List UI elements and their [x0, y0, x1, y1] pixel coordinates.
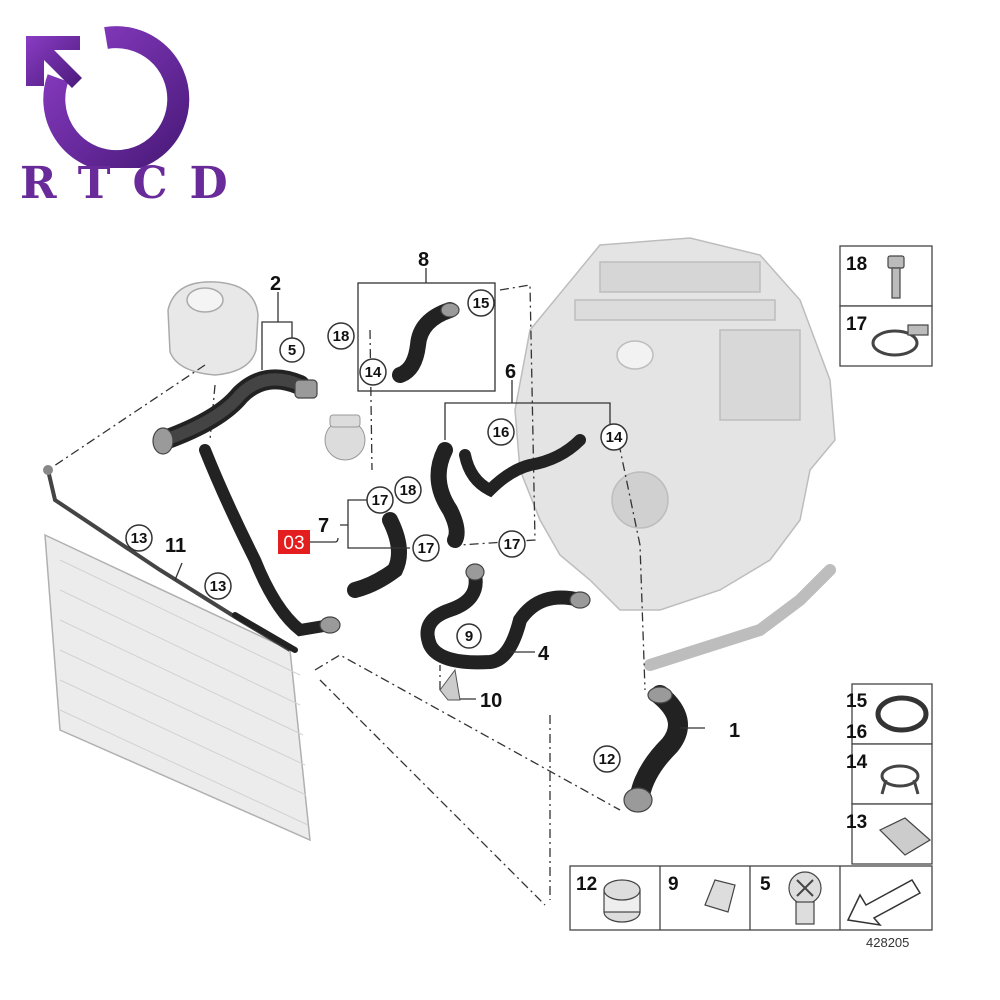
- clip-icon: [878, 817, 932, 856]
- svg-text:17: 17: [418, 540, 435, 557]
- ref-9: 9: [456, 623, 482, 649]
- ref-17c: 17: [498, 530, 526, 558]
- svg-text:15: 15: [473, 295, 490, 312]
- ref-15: 15: [467, 289, 495, 317]
- legend-18: 18: [846, 254, 867, 275]
- ref-17a: 17: [366, 486, 394, 514]
- o-ring-icon: [875, 695, 929, 733]
- highlight-label: 03: [283, 533, 304, 554]
- svg-text:12: 12: [599, 751, 616, 768]
- hose-clamp-icon: [871, 324, 929, 357]
- bracket-part: [439, 668, 461, 701]
- legend-13: 13: [846, 812, 867, 833]
- expansion-tank: [167, 281, 259, 376]
- ref-13a: 13: [125, 524, 153, 552]
- svg-text:13: 13: [210, 578, 227, 595]
- ref-14a: 14: [359, 358, 387, 386]
- legend-15: 15: [846, 691, 868, 712]
- callout-10: 10: [480, 690, 502, 712]
- callout-4: 4: [538, 643, 550, 665]
- spring-clip-icon: [704, 879, 736, 913]
- highlight-box: [278, 530, 310, 554]
- svg-text:14: 14: [365, 364, 382, 381]
- hose-clamps: [152, 302, 673, 813]
- band-clamp-icon: [603, 879, 641, 923]
- circled-references: 5 15 18 14 16 14 17 18 17 17 13 13 9 12: [125, 289, 628, 773]
- legend-5: 5: [760, 874, 771, 895]
- bolt-icon: [887, 255, 905, 299]
- legend-9: 9: [668, 874, 679, 895]
- callout-6: 6: [505, 361, 516, 383]
- radiator: [44, 533, 311, 842]
- svg-text:17: 17: [504, 536, 521, 553]
- hoses: [155, 302, 688, 805]
- leader-lines: [47, 284, 646, 906]
- ref-14b: 14: [600, 423, 628, 451]
- svg-text:18: 18: [400, 482, 417, 499]
- svg-text:13: 13: [131, 530, 148, 547]
- svg-text:16: 16: [493, 424, 510, 441]
- bracket-lines: [174, 268, 705, 729]
- ref-18b: 18: [394, 476, 422, 504]
- legend: [569, 245, 933, 931]
- brand-logo: [18, 18, 193, 218]
- coolant-pipe: [644, 564, 836, 671]
- svg-text:17: 17: [372, 492, 389, 509]
- legend-14: 14: [846, 752, 868, 773]
- spring-clamp-icon: [880, 764, 920, 795]
- direction-arrow-icon: [846, 879, 922, 927]
- svg-text:9: 9: [465, 628, 473, 645]
- vent-fitting: [43, 465, 53, 475]
- legend-16: 16: [846, 722, 867, 743]
- callout-2: 2: [270, 273, 281, 295]
- callout-7: 7: [318, 515, 329, 537]
- rotate-arrow-icon: [26, 26, 190, 173]
- ref-17b: 17: [412, 534, 440, 562]
- engine-block: [514, 237, 836, 611]
- callout-8: 8: [418, 249, 429, 271]
- thermostat-housing: [324, 414, 366, 461]
- svg-text:18: 18: [333, 328, 350, 345]
- callout-1: 1: [729, 720, 740, 742]
- ref-12: 12: [593, 745, 621, 773]
- plug-screw-icon: [788, 871, 822, 925]
- ref-13b: 13: [204, 572, 232, 600]
- svg-text:14: 14: [606, 429, 623, 446]
- ref-5: 5: [279, 337, 305, 363]
- ref-16: 16: [487, 418, 515, 446]
- legend-17: 17: [846, 314, 867, 335]
- svg-text:5: 5: [288, 342, 296, 359]
- callout-11: 11: [165, 535, 186, 557]
- legend-12: 12: [576, 874, 597, 895]
- ref-18a: 18: [327, 322, 355, 350]
- diagram-id: 428205: [866, 935, 910, 950]
